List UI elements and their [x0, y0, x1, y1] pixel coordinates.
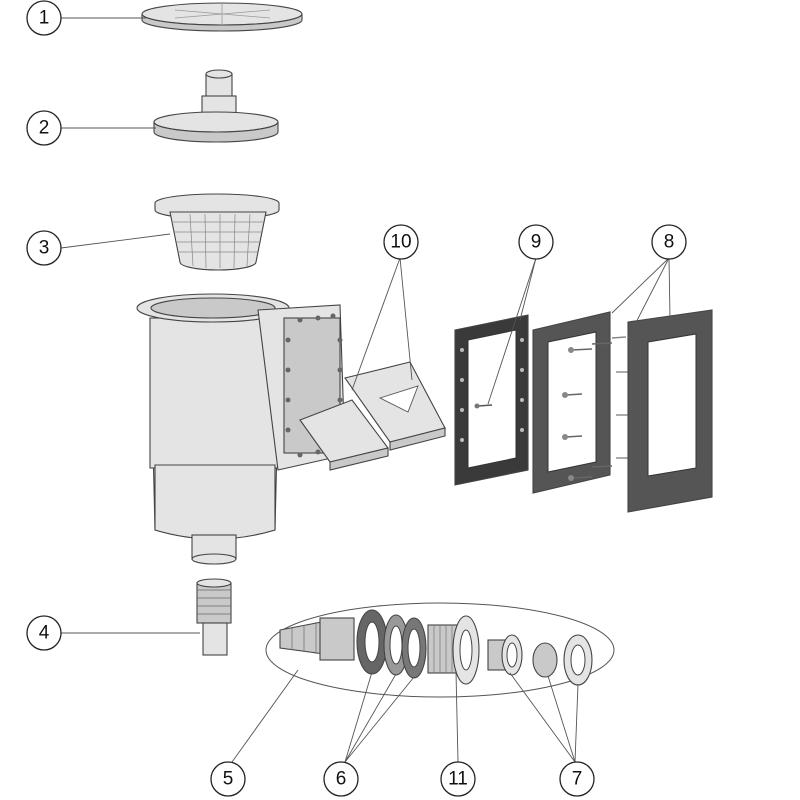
part-7-reducers: [487, 634, 593, 686]
part-6-nuts-washers: [356, 609, 427, 679]
callout-2: 2: [26, 110, 62, 146]
skimmer-body: [136, 293, 346, 565]
callout-9: 9: [518, 224, 554, 260]
callout-4: 4: [26, 615, 62, 651]
callout-label: 7: [572, 769, 583, 790]
part-4-adapter: [196, 578, 232, 656]
callout-label: 4: [39, 623, 50, 644]
part-1-lid: [141, 2, 303, 32]
part-3-basket: [154, 193, 280, 271]
part-11-threaded-fitting: [427, 615, 480, 685]
callout-label: 2: [39, 118, 50, 139]
callout-label: 6: [336, 769, 347, 790]
callout-label: 3: [39, 238, 50, 259]
leader-lines: [60, 17, 671, 763]
callout-label: 9: [531, 232, 542, 253]
part-8-face-plate: [532, 309, 713, 513]
callout-7: 7: [559, 761, 595, 797]
part-10-weir-flaps: [299, 361, 446, 471]
callout-8: 8: [651, 224, 687, 260]
callout-label: 11: [448, 769, 468, 790]
part-2-adjuster: [153, 69, 279, 143]
callout-11: 11: [440, 761, 476, 797]
callout-1: 1: [26, 0, 62, 36]
part-9-gasket: [454, 314, 529, 486]
callout-5: 5: [210, 761, 246, 797]
callout-label: 10: [390, 232, 411, 253]
callout-label: 1: [39, 8, 50, 29]
fittings-group-outline: [265, 602, 615, 698]
callout-3: 3: [26, 230, 62, 266]
callout-6: 6: [323, 761, 359, 797]
callout-label: 8: [664, 232, 675, 253]
part-5-hose-tail: [279, 617, 355, 661]
callout-label: 5: [223, 769, 234, 790]
callout-10: 10: [383, 224, 419, 260]
